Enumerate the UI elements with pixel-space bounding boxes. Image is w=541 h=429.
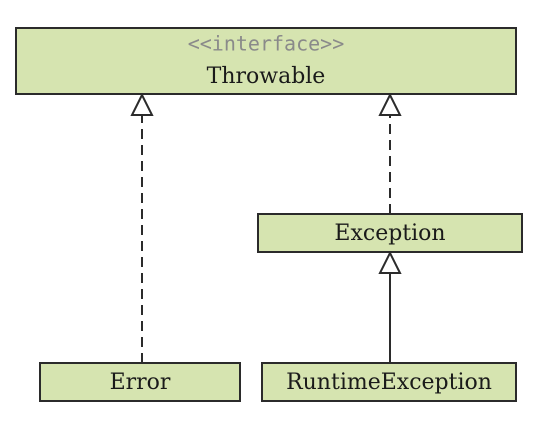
error-to-throwable-arrowhead bbox=[130, 92, 154, 116]
runtime-to-exception-arrowhead bbox=[378, 250, 402, 274]
error-label: Error bbox=[110, 370, 171, 395]
error-box bbox=[39, 362, 241, 402]
runtime-exception-node: RuntimeException bbox=[261, 362, 517, 402]
error-node: Error bbox=[39, 362, 241, 402]
throwable-stereotype: <<interface>> bbox=[188, 32, 345, 56]
throwable-node: <<interface>> Throwable bbox=[15, 27, 517, 95]
exception-label: Exception bbox=[334, 221, 445, 246]
runtime-exception-label: RuntimeException bbox=[286, 370, 492, 395]
runtime-exception-box bbox=[261, 362, 517, 402]
throwable-box bbox=[15, 27, 517, 95]
throwable-label: Throwable bbox=[207, 64, 326, 89]
exception-to-throwable-arrowhead bbox=[378, 92, 402, 116]
exception-node: Exception bbox=[257, 213, 523, 253]
